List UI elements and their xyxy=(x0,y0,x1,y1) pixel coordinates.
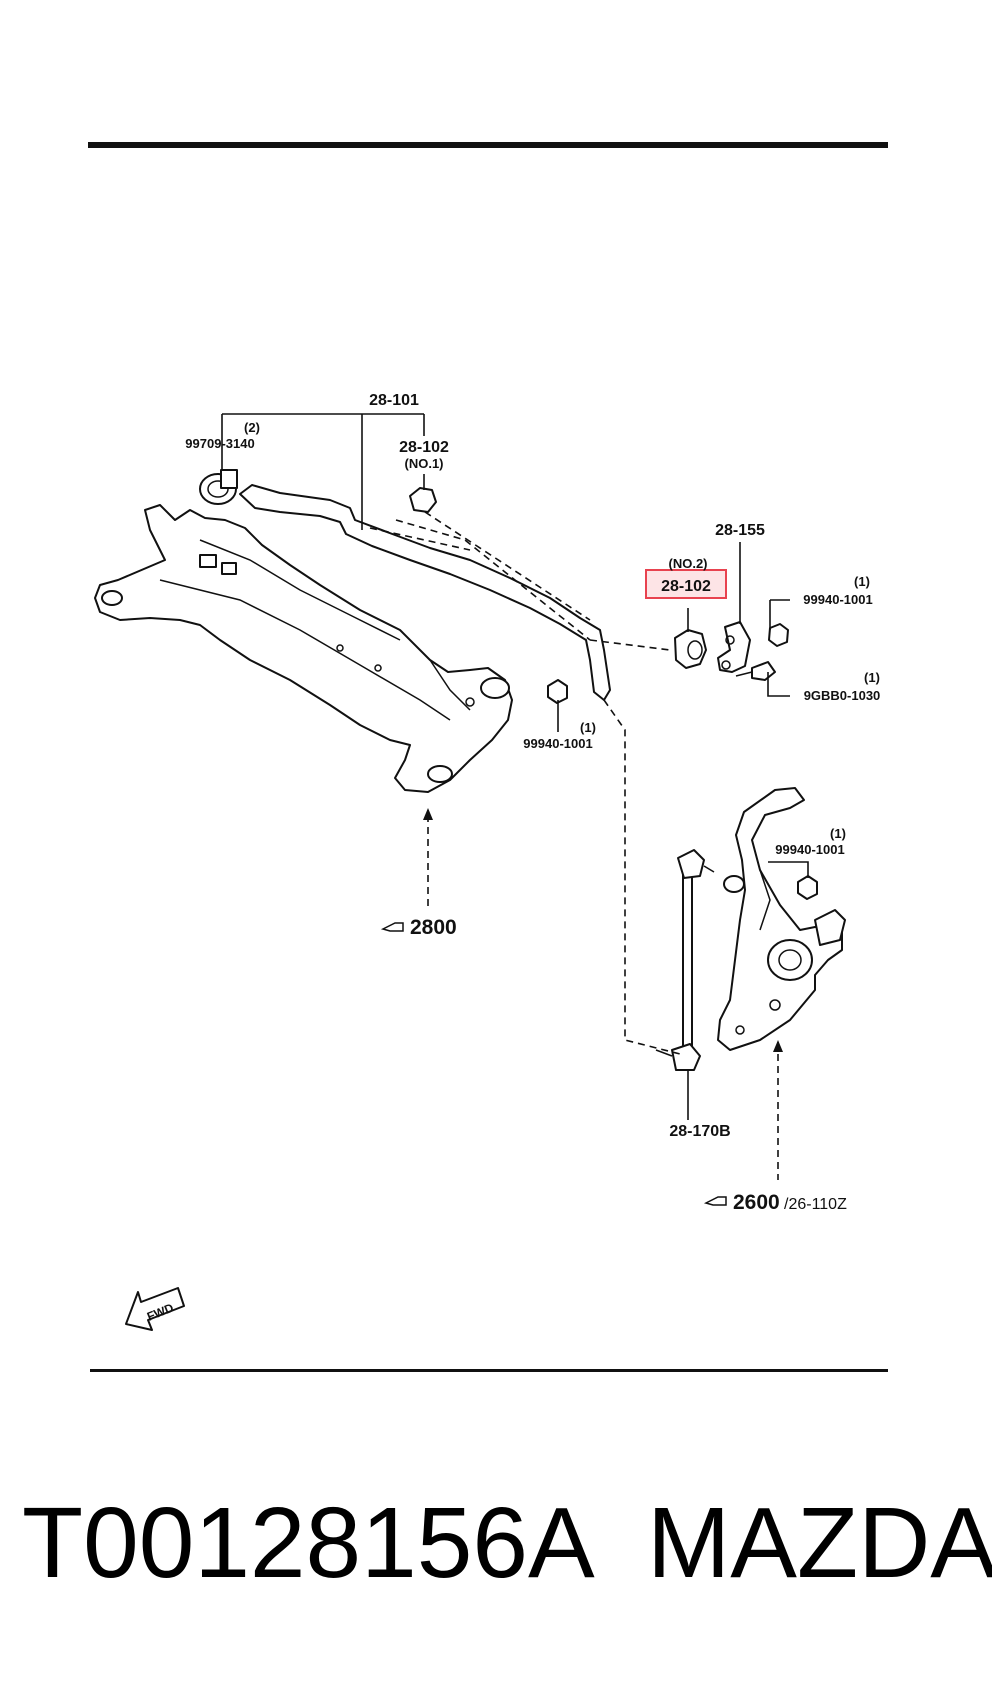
callout-bracket-qty: (2) xyxy=(244,420,260,435)
callout-28-170B: 28-170B xyxy=(669,1123,730,1140)
bushing-no2 xyxy=(674,629,707,669)
ref-2800-label: 2800 xyxy=(410,916,457,939)
callout-nut-a-qty: (1) xyxy=(854,574,870,589)
leader-lines xyxy=(221,413,809,1120)
callout-nut-c: 99940-1001 xyxy=(775,842,844,857)
callout-no1: (NO.1) xyxy=(405,456,444,471)
callout-no2: (NO.2) xyxy=(669,556,708,571)
arrow-up-crossmember xyxy=(423,808,433,820)
brand-name: MAZDA xyxy=(647,1487,992,1599)
callout-nut-a: 99940-1001 xyxy=(803,592,872,607)
ref-2600-label: 2600 xyxy=(733,1191,780,1214)
footer: T00128156A MAZDA xyxy=(0,1488,992,1598)
callout-28-101: 28-101 xyxy=(369,392,419,409)
ref-2600-sub: /26-110Z xyxy=(784,1196,847,1213)
callout-28-155: 28-155 xyxy=(715,522,765,539)
arrow-up-knuckle xyxy=(773,1040,783,1052)
callout-99709-3140: 99709-3140 xyxy=(185,436,254,451)
callout-28-102-no1: 28-102 xyxy=(399,439,449,456)
ref-2800: 2800 xyxy=(380,916,457,939)
stabilizer-link xyxy=(655,849,715,1071)
bracket-99709-3140 xyxy=(199,469,238,505)
fwd-arrow-icon: FWD xyxy=(125,1287,185,1331)
assembly-lines xyxy=(369,511,779,1180)
nut-99940-1001-a xyxy=(768,623,789,647)
knuckle xyxy=(717,787,846,1051)
bottom-rule xyxy=(90,1369,888,1372)
highlight-box xyxy=(645,569,727,599)
nut-99940-1001-c xyxy=(797,875,818,900)
pointing-hand-icon xyxy=(703,1196,727,1206)
callout-bolt-qty: (1) xyxy=(864,670,880,685)
callout-nut-b-qty: (1) xyxy=(580,720,596,735)
ref-2600: 2600 /26-110Z xyxy=(703,1191,847,1214)
pointing-hand-icon xyxy=(380,922,404,932)
top-rule xyxy=(88,142,888,148)
part-number: T00128156A xyxy=(22,1487,595,1599)
callout-nut-b: 99940-1001 xyxy=(523,736,592,751)
callout-bolt: 9GBB0-1030 xyxy=(804,688,881,703)
crossmember xyxy=(94,504,513,793)
clamp-28-155 xyxy=(717,621,751,673)
callout-28-102-no2: 28-102 xyxy=(661,578,711,595)
callout-nut-c-qty: (1) xyxy=(830,826,846,841)
bushing-no1 xyxy=(409,487,437,513)
nut-99940-1001-b xyxy=(547,679,568,704)
bolt-9GBB0-1030 xyxy=(735,661,776,681)
